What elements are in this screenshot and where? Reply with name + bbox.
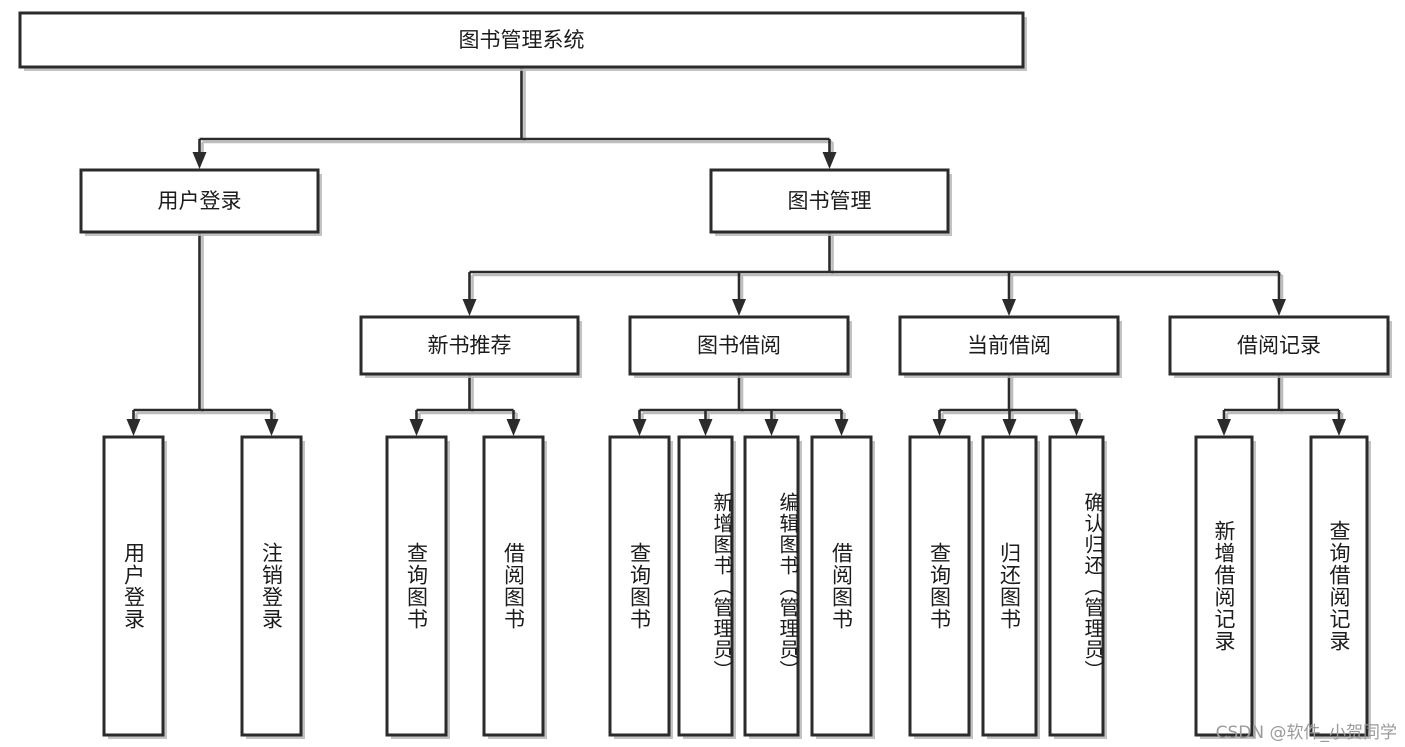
node-leaf-query-book-1[interactable] (385, 435, 448, 737)
node-borrow-record[interactable] (1168, 315, 1390, 376)
node-leaf-borrow-book-1[interactable] (482, 435, 545, 737)
node-label-book-manage: 图书管理 (788, 189, 872, 213)
node-leaf-user-logout[interactable] (240, 435, 303, 737)
node-label-current-borrow: 当前借阅 (967, 334, 1051, 358)
node-leaf-query-record[interactable] (1309, 435, 1369, 737)
node-book-manage[interactable] (709, 168, 950, 234)
arrow-head-icon (1217, 419, 1231, 436)
node-leaf-edit-book[interactable] (743, 435, 800, 737)
node-root[interactable] (18, 11, 1025, 69)
node-label-book-borrow: 图书借阅 (697, 334, 781, 358)
node-current-borrow[interactable] (898, 315, 1120, 376)
node-user-login[interactable] (79, 168, 320, 234)
arrow-head-icon (126, 419, 141, 436)
arrow-head-icon (834, 419, 849, 436)
node-label-root: 图书管理系统 (459, 28, 585, 52)
node-leaf-return-book[interactable] (981, 435, 1038, 737)
arrow-head-icon (764, 419, 779, 436)
node-new-book-recommend[interactable] (359, 315, 580, 376)
arrow-head-icon (409, 419, 424, 436)
node-book-borrow[interactable] (628, 315, 850, 376)
arrow-head-icon (192, 152, 207, 169)
arrow-head-icon (1002, 299, 1016, 316)
node-leaf-add-book[interactable] (677, 435, 734, 737)
arrow-head-icon (632, 419, 647, 436)
node-label-new-book-recommend: 新书推荐 (428, 334, 512, 358)
arrow-head-icon (462, 299, 477, 316)
node-leaf-query-book-3[interactable] (908, 435, 971, 737)
arrow-head-icon (264, 419, 279, 436)
connector-layer (126, 67, 1346, 436)
arrow-head-icon (1002, 419, 1017, 436)
node-leaf-user-login[interactable] (102, 435, 165, 737)
arrow-head-icon (1332, 419, 1346, 436)
arrow-head-icon (1069, 419, 1084, 436)
node-label-borrow-record: 借阅记录 (1237, 334, 1321, 358)
node-leaf-confirm-return[interactable] (1048, 435, 1105, 737)
arrow-head-icon (506, 419, 521, 436)
arrow-head-icon (822, 152, 837, 169)
arrow-head-icon (1272, 299, 1286, 316)
node-leaf-query-book-2[interactable] (608, 435, 671, 737)
node-leaf-add-record[interactable] (1194, 435, 1254, 737)
node-leaf-borrow-book-2[interactable] (810, 435, 873, 737)
arrow-head-icon (732, 299, 746, 316)
arrow-head-icon (698, 419, 713, 436)
node-label-user-login: 用户登录 (158, 189, 242, 213)
arrow-head-icon (932, 419, 947, 436)
